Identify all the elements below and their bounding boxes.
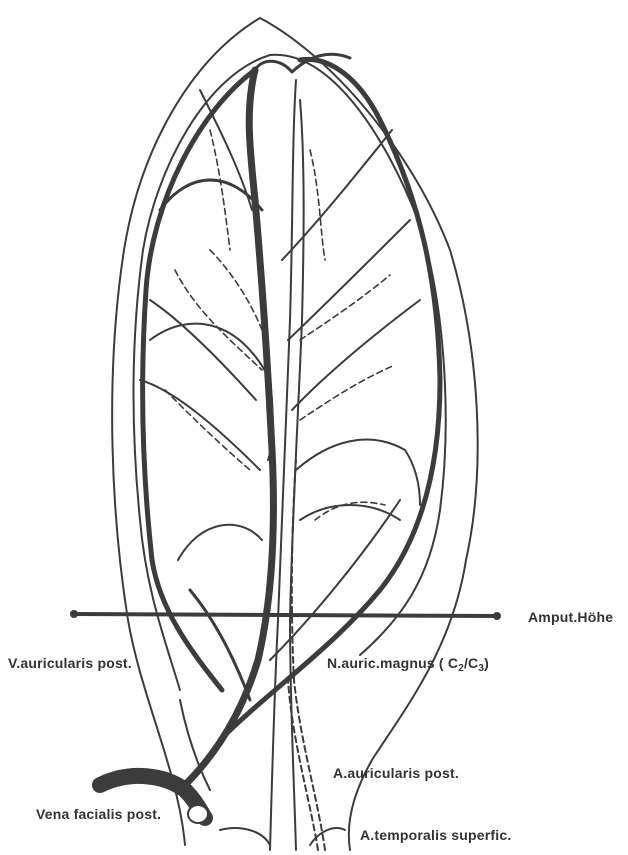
vena-facialis-opening: [188, 805, 208, 823]
right-lobe-arc-low: [300, 505, 400, 520]
nerve-branch-3: [165, 390, 250, 470]
label-n-auric-close: ): [484, 655, 489, 671]
label-vena-facialis-post: Vena facialis post.: [36, 806, 161, 822]
label-n-auric-magnus: N.auric.magnus ( C2/C3): [327, 655, 489, 674]
label-amputation-height: Amput.Höhe: [528, 609, 613, 625]
central-vein-trunk: [185, 70, 273, 785]
bottom-curve-left: [220, 828, 270, 845]
amputation-line-start: [70, 610, 78, 618]
right-branch-upper: [282, 130, 392, 260]
outer-contour: [112, 18, 478, 850]
label-n-auric-slash: /C: [464, 655, 478, 671]
label-n-auric-main: N.auric.magnus: [327, 655, 435, 671]
nerve-branch-4: [310, 150, 325, 260]
label-a-auricularis-post: A.auricularis post.: [333, 765, 459, 781]
inner-contour: [134, 55, 446, 690]
label-v-auricularis-post: V.auricularis post.: [8, 655, 132, 671]
nerve-main: [292, 460, 325, 850]
lobe-arc-left-low: [178, 525, 262, 560]
lobe-arc-left-mid: [150, 324, 273, 460]
amputation-line-end: [493, 612, 501, 620]
label-n-auric-open: ( C: [439, 655, 458, 671]
nerve-branch-6: [300, 365, 395, 420]
nerve-branch-2: [175, 270, 262, 370]
label-a-temporalis-superfic: A.temporalis superfic.: [360, 827, 511, 843]
right-branch-low: [296, 440, 420, 505]
nerve-branch-8: [210, 250, 262, 330]
amputation-line: [74, 614, 497, 616]
